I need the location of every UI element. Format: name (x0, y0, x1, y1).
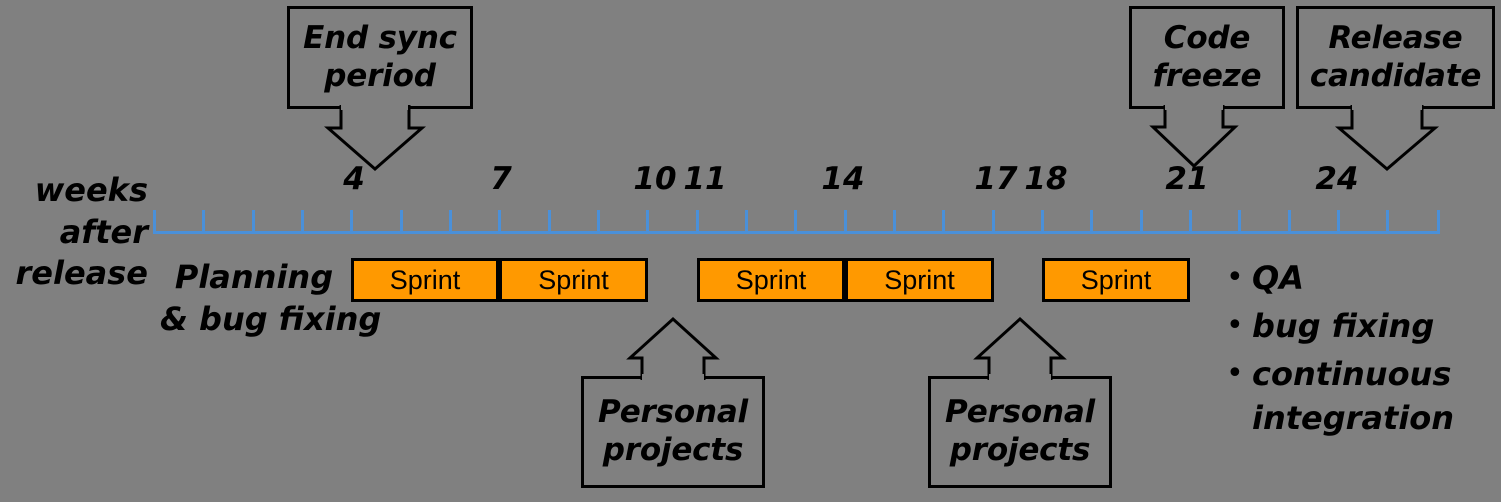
week-label-4: 4 (343, 161, 365, 197)
sprint-box-1[interactable]: Sprint (351, 258, 499, 302)
callout-line: Release (1328, 19, 1463, 56)
axis-tick (301, 210, 304, 232)
down-arrow-end-sync-period (323, 105, 427, 171)
sprint-label: Sprint (884, 264, 955, 295)
down-arrow-code-freeze (1149, 105, 1239, 169)
axis-tick (646, 210, 649, 232)
axis-tick (1386, 210, 1389, 232)
callout-line: projects (602, 432, 744, 468)
bullet-icon: • (1226, 260, 1244, 295)
planning-and-bug-fixing-label: Planning & bug fixing (160, 257, 382, 340)
axis-tick (1238, 210, 1241, 232)
callout-line: candidate (1309, 57, 1482, 94)
axis-tick (449, 210, 452, 232)
week-label-14: 14 (821, 161, 865, 197)
planning-label-line: & bug fixing (160, 299, 382, 338)
axis-tick (696, 210, 699, 232)
callout-edge-gap (1165, 104, 1223, 110)
axis-tick (844, 210, 847, 232)
axis-tick (202, 210, 205, 232)
week-label-18: 18 (1024, 161, 1068, 197)
callout-code-freeze[interactable]: Code freeze (1129, 6, 1285, 109)
week-label-21: 21 (1165, 161, 1209, 197)
callout-line: projects (949, 432, 1091, 468)
axis-tick (597, 210, 600, 232)
week-label-24: 24 (1315, 161, 1359, 197)
week-label-11: 11 (683, 161, 727, 197)
axis-tick (350, 210, 353, 232)
axis-tick (1288, 210, 1291, 232)
axis-tick (548, 210, 551, 232)
axis-tick (1090, 210, 1093, 232)
sprint-label: Sprint (389, 264, 461, 295)
sprint-box-3[interactable]: Sprint (697, 258, 845, 302)
callout-line: freeze (1152, 57, 1262, 94)
axis-tick (893, 210, 896, 232)
axis-tick (942, 210, 945, 232)
planning-label-line: Planning (174, 258, 334, 296)
axis-tick (745, 210, 748, 232)
callout-personal-projects-2[interactable]: Personal projects (928, 376, 1112, 488)
list-item: • continuous integration (1226, 352, 1496, 440)
axis-label-line: weeks (34, 171, 148, 209)
week-label-7: 7 (490, 161, 512, 197)
list-item: • QA (1226, 256, 1496, 300)
callout-line: Personal (598, 394, 748, 431)
callout-line: Personal (945, 394, 1095, 431)
week-label-10: 10 (633, 161, 677, 197)
callout-edge-gap (642, 374, 704, 380)
sprint-label: Sprint (735, 264, 807, 295)
axis-tick (1437, 210, 1440, 232)
callout-release-candidate[interactable]: Release candidate (1296, 6, 1495, 109)
bullet-icon: • (1226, 308, 1244, 343)
activities-bullet-list: • QA • bug fixing • continuous integrati… (1226, 256, 1496, 444)
axis-tick (1189, 210, 1192, 232)
up-arrow-personal-projects-2 (973, 316, 1067, 380)
axis-tick (400, 210, 403, 232)
sprint-label: Sprint (1080, 264, 1152, 295)
list-item-label: QA (1252, 259, 1304, 297)
axis-tick (153, 210, 156, 232)
axis-baseline (153, 231, 1440, 234)
callout-line: period (324, 57, 436, 94)
callout-edge-gap (1352, 104, 1422, 110)
callout-end-sync-period[interactable]: End sync period (287, 6, 473, 109)
sprint-box-4[interactable]: Sprint (845, 258, 994, 302)
callout-personal-projects-1[interactable]: Personal projects (581, 376, 765, 488)
callout-edge-gap (341, 104, 408, 110)
sprint-label: Sprint (538, 264, 609, 295)
axis-label-line: after (59, 212, 148, 251)
bullet-icon: • (1226, 356, 1244, 391)
down-arrow-release-candidate (1334, 105, 1440, 171)
callout-line: End sync (303, 19, 457, 56)
sprint-box-5[interactable]: Sprint (1042, 258, 1190, 302)
callout-line: Code (1163, 19, 1251, 56)
axis-tick (794, 210, 797, 232)
axis-label-weeks-after-release: weeks after release (0, 170, 149, 295)
axis-tick (1337, 210, 1340, 232)
up-arrow-personal-projects-1 (626, 316, 720, 380)
callout-edge-gap (989, 374, 1051, 380)
axis-tick (498, 210, 501, 232)
axis-tick (1140, 210, 1143, 232)
list-item-label: bug fixing (1252, 307, 1435, 345)
axis-tick (992, 210, 995, 232)
week-label-17: 17 (974, 161, 1018, 197)
list-item-label: continuous integration (1252, 355, 1455, 437)
list-item: • bug fixing (1226, 304, 1496, 348)
axis-label-line: release (15, 254, 149, 293)
axis-tick (252, 210, 255, 232)
axis-tick (1041, 210, 1044, 232)
sprint-box-2[interactable]: Sprint (499, 258, 648, 302)
